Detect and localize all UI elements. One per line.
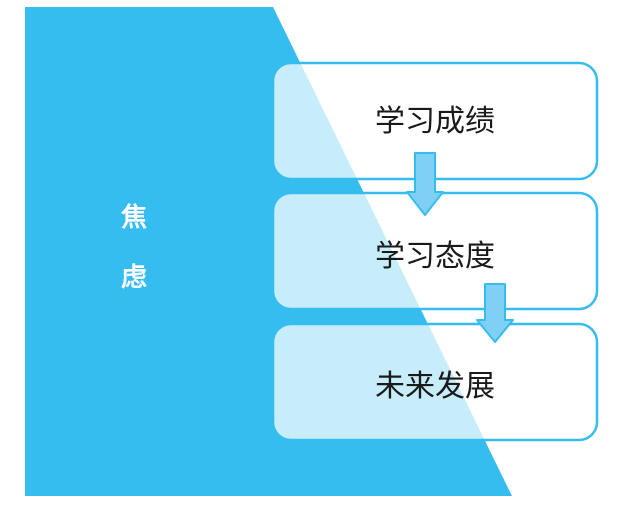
step-label-future-development: 未来发展 bbox=[375, 369, 495, 404]
step-box-future-development bbox=[271, 322, 599, 442]
down-arrow-icon bbox=[406, 152, 444, 216]
step-label-academic-grades: 学习成绩 bbox=[375, 104, 495, 139]
side-label-char-1: 焦 bbox=[120, 203, 147, 233]
step-label-learning-attitude: 学习态度 bbox=[375, 239, 495, 274]
down-arrow-icon bbox=[476, 283, 514, 343]
side-label-char-2: 虑 bbox=[120, 263, 147, 293]
